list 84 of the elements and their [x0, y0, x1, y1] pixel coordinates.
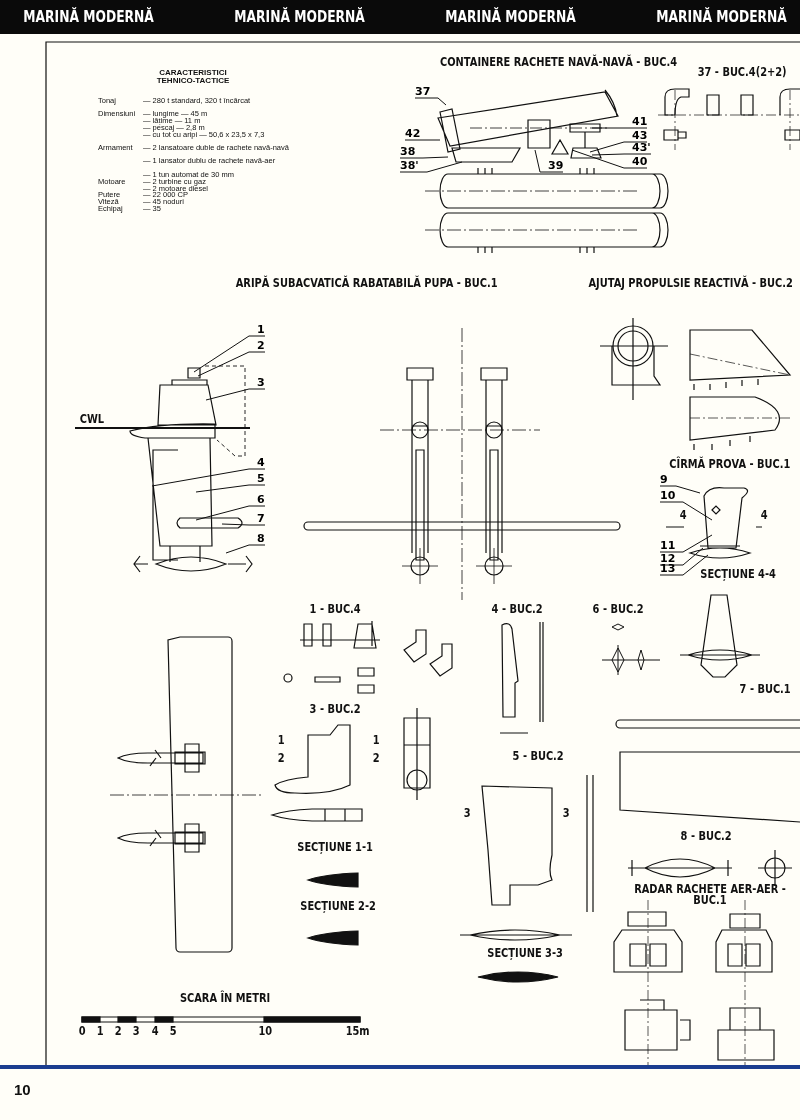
leader-line: [195, 484, 266, 493]
scale-number: 1: [96, 1025, 104, 1037]
leader-line: [534, 149, 564, 173]
callout-number: 5: [257, 473, 265, 484]
callout-number: 41: [632, 116, 648, 127]
callout-number: 2: [257, 340, 265, 351]
section-mark: 1: [372, 734, 380, 746]
leader-line: [205, 388, 266, 401]
scale-number: 4: [151, 1025, 159, 1037]
leader-line: [571, 149, 648, 169]
scale-number: 15m: [345, 1025, 370, 1037]
callout-number: 9: [660, 474, 668, 485]
drawing-title: 7 - BUC.1: [739, 683, 791, 695]
leader-line: [591, 153, 652, 156]
section-title: SECȚIUNE 4-4: [700, 568, 776, 580]
callout-number: 8: [257, 533, 265, 544]
leader-line: [151, 468, 266, 487]
leader-line: [399, 161, 463, 173]
callout-number: 43': [632, 142, 651, 153]
callout-number: 12: [660, 553, 676, 564]
callout-number: 39: [548, 160, 564, 171]
callout-number: 7: [257, 513, 265, 524]
drawing-title: 8 - BUC.2: [680, 830, 732, 842]
table-title: CARACTERISTICI TEHNICO-TACTICE: [155, 69, 231, 85]
callout-number: 11: [660, 540, 676, 551]
scale-title: SCARA ÎN METRI: [179, 992, 271, 1004]
leader-line: [414, 97, 447, 106]
leader-line: [197, 351, 266, 377]
leader-line: [659, 547, 704, 566]
page-number: 10: [14, 1082, 31, 1097]
drawing-title: 4 - BUC.2: [491, 603, 543, 615]
leader-line: [195, 505, 266, 521]
drawing-title: 5 - BUC.2: [512, 750, 564, 762]
leader-line: [659, 485, 701, 494]
leader-line: [659, 501, 713, 521]
section-title: SECȚIUNE 2-2: [300, 900, 376, 912]
section-mark: 1: [277, 734, 285, 746]
leader-line: [221, 523, 266, 526]
callout-number: 43: [632, 130, 648, 141]
container-side-drawing: [437, 89, 619, 163]
callout-number: 37: [415, 86, 431, 97]
leader-line: [404, 139, 441, 141]
callout-number: 6: [257, 494, 265, 505]
drawing-title: ARIPĂ SUBACVATICĂ RABATABILĂ PUPA - BUC.1: [235, 277, 498, 289]
section-mark: 4: [679, 509, 687, 521]
scale-number: 5: [169, 1025, 177, 1037]
drawing-title: CONTAINERE RACHETE NAVĂ-NAVĂ - BUC.4: [439, 56, 677, 68]
drawing-title: 37 - BUC.4(2+2): [697, 66, 787, 78]
section-mark: 3: [463, 807, 471, 819]
scale-number: 10: [258, 1025, 272, 1037]
callout-number: 3: [257, 377, 265, 388]
drawing-title: CÎRMĂ PROVA - BUC.1: [669, 458, 791, 470]
rudder-drawing: [689, 487, 751, 559]
callout-number: 10: [660, 490, 676, 501]
section-mark: 3: [562, 807, 570, 819]
leader-line: [589, 141, 648, 153]
leader-line: [591, 127, 648, 129]
scale-number: 0: [78, 1025, 86, 1037]
drawing-title: 3 - BUC.2: [309, 703, 361, 715]
drawing-title: 6 - BUC.2: [592, 603, 644, 615]
section-mark: 2: [372, 752, 380, 764]
scale-number: 2: [114, 1025, 122, 1037]
section-title: SECȚIUNE 1-1: [297, 841, 373, 853]
leader-line: [399, 156, 449, 159]
leader-line: [193, 335, 266, 373]
leader-line: [659, 534, 713, 553]
callout-number: 1: [257, 324, 265, 335]
callout-number: 40: [632, 156, 648, 167]
callout-number: 38: [400, 146, 416, 157]
leader-line: [225, 544, 266, 554]
callout-number: 38': [400, 160, 419, 171]
waterline-label: CWL: [79, 413, 105, 425]
drawing-title: RADAR RACHETE AER-AER -BUC.1: [633, 884, 787, 906]
drawing-title: 1 - BUC.4: [309, 603, 361, 615]
foil-strut-side-drawing: [74, 365, 253, 573]
callout-number: 42: [405, 128, 421, 139]
leader-line: [659, 554, 709, 576]
callout-number: 4: [257, 457, 265, 468]
drawing-title: AJUTAJ PROPULSIE REACTIVĂ - BUC.2: [587, 277, 793, 289]
section-mark: 2: [277, 752, 285, 764]
section-title: SECȚIUNE 3-3: [487, 947, 563, 959]
callout-number: 13: [660, 563, 676, 574]
scale-number: 3: [132, 1025, 140, 1037]
section-mark: 4: [760, 509, 768, 521]
